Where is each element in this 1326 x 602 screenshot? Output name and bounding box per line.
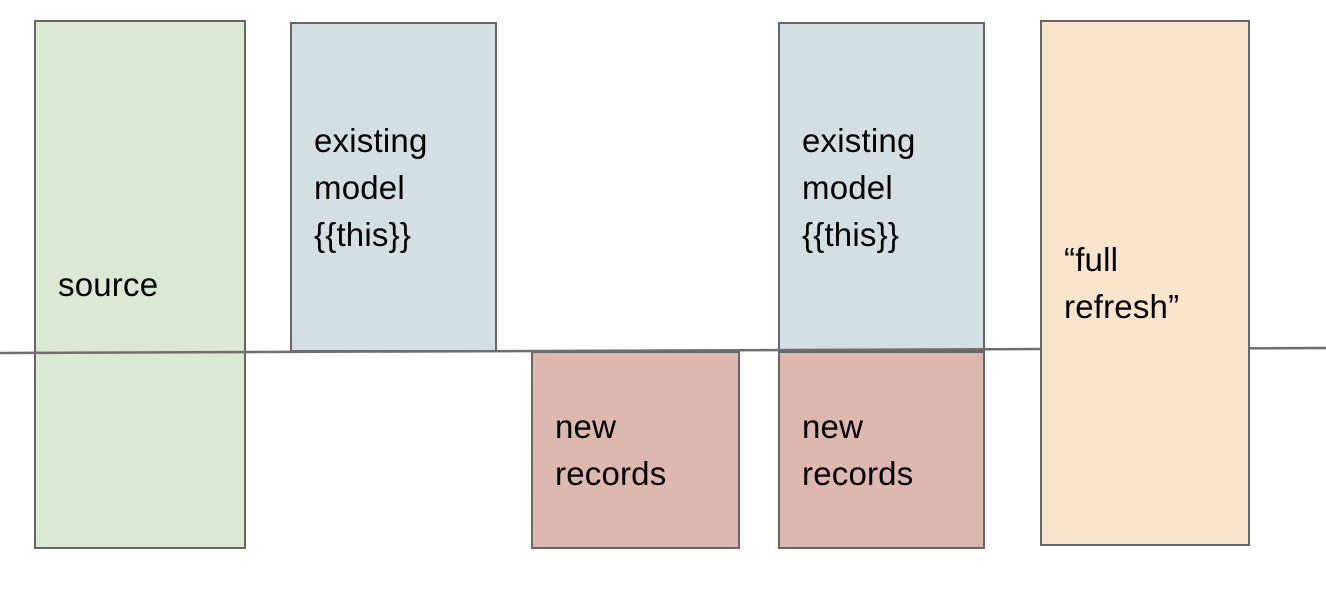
full-refresh-box: “full refresh” [1040,20,1250,546]
full-refresh-box-label: “full refresh” [1064,241,1180,325]
new-records-box-1-label: new records [555,408,667,492]
new-records-box-1: new records [531,351,740,549]
existing-model-box-1: existing model {{this}} [290,22,497,352]
existing-model-box-1-label: existing model {{this}} [314,121,428,253]
source-box: source [34,20,246,549]
new-records-box-2-label: new records [802,408,914,492]
existing-model-box-2-label: existing model {{this}} [802,121,916,253]
existing-model-box-2: existing model {{this}} [778,22,985,352]
source-box-label: source [58,266,159,303]
new-records-box-2: new records [778,351,985,549]
